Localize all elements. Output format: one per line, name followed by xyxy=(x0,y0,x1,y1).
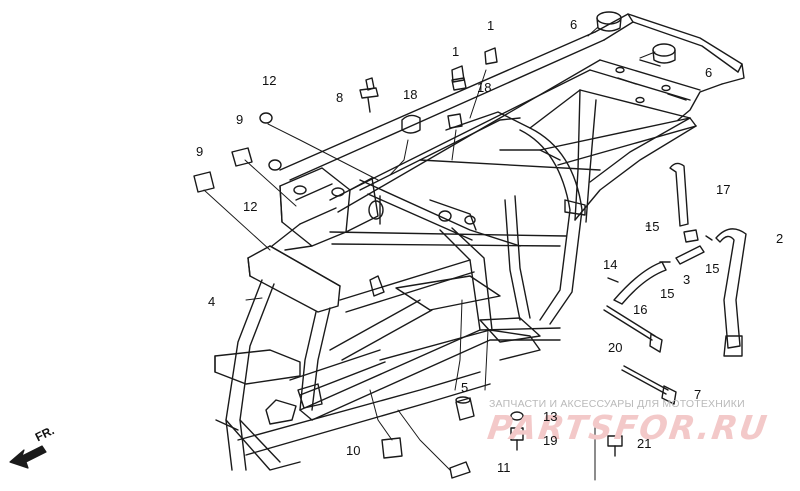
callout-10: 10 xyxy=(346,443,361,458)
callout-13: 13 xyxy=(543,409,558,424)
callout-16: 16 xyxy=(633,302,648,317)
callout-15: 15 xyxy=(705,261,720,276)
cross-braces xyxy=(329,179,567,313)
callout-2: 2 xyxy=(776,231,784,246)
callout-6: 6 xyxy=(570,17,578,32)
callout-3: 3 xyxy=(683,272,691,287)
callout-9: 9 xyxy=(236,112,244,127)
lower-cradle xyxy=(215,227,561,456)
callout-19: 19 xyxy=(543,433,558,448)
callout-21: 21 xyxy=(637,436,652,451)
callout-8: 8 xyxy=(336,90,344,105)
leader-lines xyxy=(203,26,656,481)
watermark-tagline: ЗАПЧАСТИ И АКСЕССУАРЫ ДЛЯ МОТОТЕХНИКИ xyxy=(489,398,745,410)
front-direction-arrow xyxy=(9,445,47,469)
callout-9: 9 xyxy=(196,144,204,159)
rear-carrier xyxy=(579,13,745,127)
callout-12: 12 xyxy=(243,199,258,214)
callout-18: 18 xyxy=(403,87,418,102)
rear-side-tubes xyxy=(504,89,697,325)
callout-14: 14 xyxy=(603,257,618,272)
callout-6: 6 xyxy=(705,65,713,80)
callout-12: 12 xyxy=(262,73,277,88)
callout-17: 17 xyxy=(716,182,731,197)
callout-11: 11 xyxy=(497,460,511,475)
watermark-logo: PARTSFOR.RU xyxy=(485,408,772,447)
callout-5: 5 xyxy=(461,380,469,395)
upper-frame-rails xyxy=(279,31,697,213)
callout-4: 4 xyxy=(208,294,216,309)
callout-7: 7 xyxy=(694,387,702,402)
callout-18: 18 xyxy=(477,80,492,95)
callout-1: 1 xyxy=(452,44,460,59)
callout-20: 20 xyxy=(608,340,623,355)
callout-15: 15 xyxy=(645,219,660,234)
callout-15: 15 xyxy=(660,286,675,301)
hardware-parts xyxy=(193,11,747,479)
callout-1: 1 xyxy=(487,18,495,33)
